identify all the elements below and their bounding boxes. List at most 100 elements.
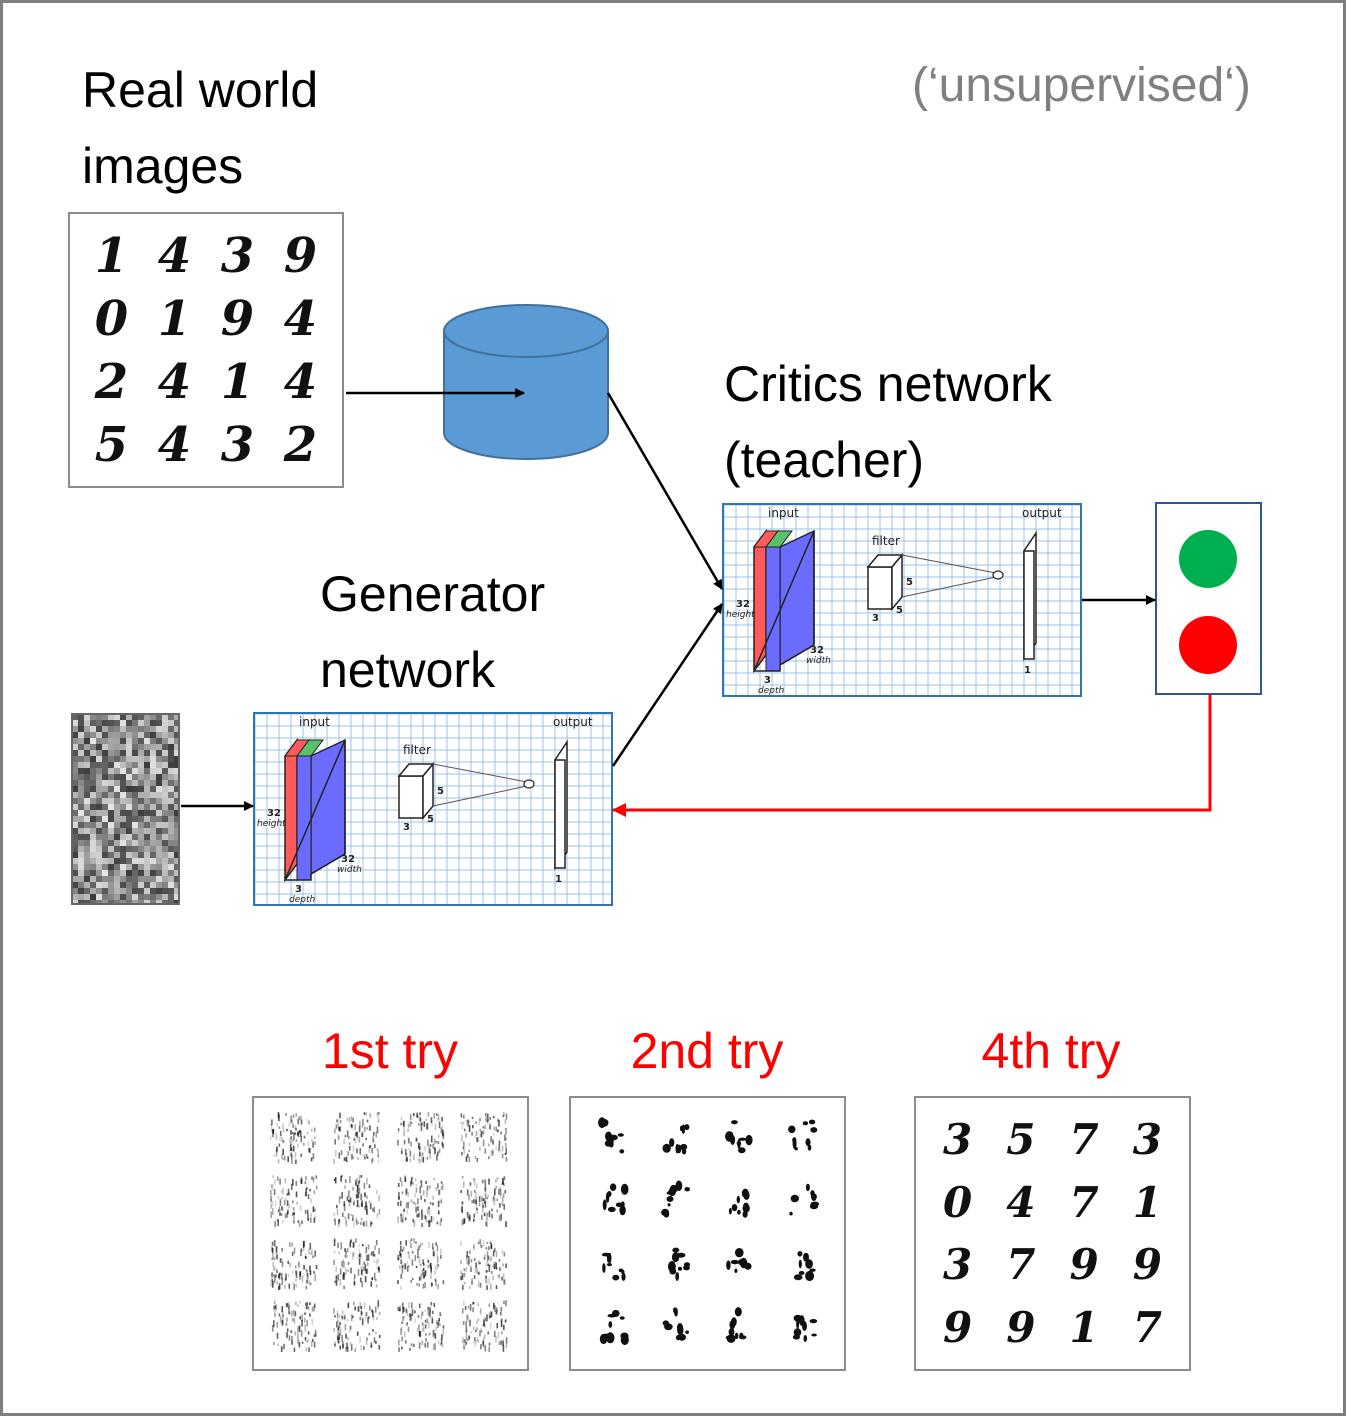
generator-title-line1: Generator xyxy=(320,566,546,622)
filter-width-value: 3 xyxy=(872,613,879,624)
filter-projection-top xyxy=(432,763,528,783)
blob-sample xyxy=(708,1108,771,1171)
filter-height-value: 5 xyxy=(437,786,444,797)
blob-sample xyxy=(708,1296,771,1359)
generated-digit: 7 xyxy=(1069,1177,1099,1227)
filter-cube-front xyxy=(867,566,893,610)
real-digit: 2 xyxy=(94,353,129,410)
generated-digit: 3 xyxy=(943,1240,973,1290)
filter-cube-front xyxy=(398,775,424,819)
height-word: height xyxy=(257,819,286,829)
height-value: 32 xyxy=(736,599,750,610)
real-digit: 9 xyxy=(283,227,318,284)
blob-sample xyxy=(581,1171,644,1234)
output-slab-front xyxy=(1023,550,1035,660)
noise-sample xyxy=(391,1234,454,1297)
try-label-4: 4th try xyxy=(981,1023,1121,1079)
critics-title-line2: (teacher) xyxy=(724,432,925,488)
noise-sample xyxy=(391,1108,454,1171)
try-2-panel xyxy=(569,1096,846,1371)
generated-digit: 9 xyxy=(943,1303,973,1353)
output-indicator xyxy=(1155,502,1262,695)
noise-sample xyxy=(454,1234,517,1297)
real-digit: 9 xyxy=(220,290,255,347)
filter-projection-top xyxy=(901,554,997,574)
generated-digit: 7 xyxy=(1006,1240,1036,1290)
output-neuron xyxy=(992,570,1004,580)
noise-sample xyxy=(454,1296,517,1359)
generated-digit: 9 xyxy=(1006,1303,1036,1353)
width-value: 32 xyxy=(810,645,824,656)
try-2-grid xyxy=(581,1108,834,1359)
height-word: height xyxy=(726,610,755,620)
blob-sample xyxy=(771,1108,834,1171)
depth-word: depth xyxy=(289,895,315,904)
blob-sample xyxy=(708,1234,771,1297)
real-light xyxy=(1179,530,1237,588)
blob-sample xyxy=(771,1171,834,1234)
output-depth-value: 1 xyxy=(555,874,562,885)
filter-projection-bottom xyxy=(432,785,528,807)
noise-sample xyxy=(454,1108,517,1171)
filter-label: filter xyxy=(872,534,900,548)
filter-height-value: 5 xyxy=(906,577,913,588)
blob-sample xyxy=(581,1296,644,1359)
real-digit: 4 xyxy=(157,227,192,284)
height-value: 32 xyxy=(267,808,281,819)
blob-sample xyxy=(581,1108,644,1171)
noise-sample xyxy=(454,1171,517,1234)
noise-sample xyxy=(327,1234,390,1297)
filter-label: filter xyxy=(403,743,431,757)
noise-sample xyxy=(327,1171,390,1234)
real-digit: 5 xyxy=(94,416,129,473)
blob-sample xyxy=(708,1171,771,1234)
input-red-layer xyxy=(284,737,298,883)
real-world-title: Real world images xyxy=(82,52,318,204)
generator-title: Generator network xyxy=(320,556,545,708)
filter-projection-bottom xyxy=(901,576,997,598)
blob-sample xyxy=(771,1296,834,1359)
unsupervised-note: (‘unsupervised‘) xyxy=(912,59,1251,112)
depth-value: 3 xyxy=(764,675,771,686)
real-digit: 4 xyxy=(283,353,318,410)
input-label: input xyxy=(768,506,799,520)
width-word: width xyxy=(337,865,362,875)
real-digit: 2 xyxy=(283,416,318,473)
filter-depth-value: 5 xyxy=(896,605,903,616)
blob-sample xyxy=(644,1171,707,1234)
noise-sample xyxy=(264,1171,327,1234)
try-1-grid xyxy=(264,1108,517,1359)
real-digit: 0 xyxy=(94,290,129,347)
real-digit: 1 xyxy=(220,353,255,410)
filter-depth-value: 5 xyxy=(427,814,434,825)
real-digit: 4 xyxy=(157,416,192,473)
real-digit: 1 xyxy=(94,227,129,284)
filter-width-value: 3 xyxy=(403,822,410,833)
width-word: width xyxy=(806,656,831,666)
fake-light xyxy=(1179,616,1237,674)
generated-digit: 0 xyxy=(943,1177,973,1227)
width-value: 32 xyxy=(341,854,355,865)
generated-digit: 5 xyxy=(1006,1114,1036,1164)
generated-digit: 9 xyxy=(1132,1240,1162,1290)
try-1-panel xyxy=(252,1096,529,1371)
blob-sample xyxy=(771,1234,834,1297)
input-blue-front xyxy=(765,546,781,672)
depth-value: 3 xyxy=(295,884,302,895)
real-world-title-line2: images xyxy=(82,138,244,194)
generated-digit: 9 xyxy=(1069,1240,1099,1290)
generated-digit: 7 xyxy=(1069,1114,1099,1164)
try-label-1: 1st try xyxy=(321,1023,459,1079)
output-neuron xyxy=(523,779,535,789)
depth-word: depth xyxy=(758,686,784,695)
real-digit: 4 xyxy=(157,353,192,410)
generated-digit: 3 xyxy=(1132,1114,1162,1164)
noise-sample xyxy=(327,1108,390,1171)
